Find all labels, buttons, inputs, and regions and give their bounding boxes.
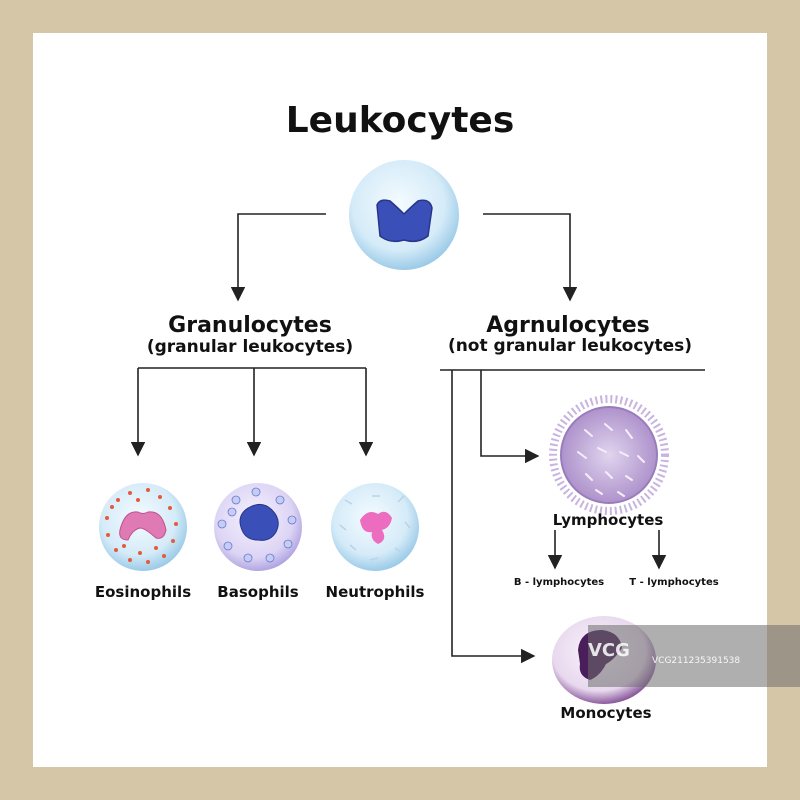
granulocytes-subtitle: (granular leukocytes)	[146, 337, 354, 357]
watermark-overlay	[588, 625, 800, 687]
leukocyte-nucleus	[376, 199, 433, 243]
b-lymphocytes-label: B - lymphocytes	[513, 577, 605, 588]
watermark-logo: VCG	[588, 640, 630, 661]
eosinophils-label: Eosinophils	[94, 583, 192, 601]
arrow-to-granulocytes	[230, 213, 326, 302]
granulocytes-title: Granulocytes	[168, 313, 332, 338]
eosinophil-granules	[105, 488, 178, 564]
t-lymphocytes-label: T - lymphocytes	[629, 577, 719, 588]
neutrophil-cell	[331, 483, 419, 571]
eosinophil-nucleus	[119, 511, 167, 541]
page-title: Leukocytes	[285, 100, 515, 141]
watermark-id: VCG211235391538	[652, 656, 741, 666]
neutrophils-label: Neutrophils	[325, 583, 425, 601]
neutrophil-granules	[339, 495, 411, 561]
lymphocytes-label: Lymphocytes	[552, 511, 664, 529]
agranulocytes-title: Agrnulocytes	[486, 313, 650, 338]
leukocyte-cell	[349, 160, 459, 270]
arrow-to-lymphocytes	[480, 370, 540, 464]
agranulocytes-subtitle: (not granular leukocytes)	[447, 336, 693, 356]
eosinophil-cell	[99, 483, 187, 571]
neutrophil-nucleus	[360, 511, 392, 544]
monocytes-label: Monocytes	[560, 704, 652, 722]
arrow-to-agranulocytes	[483, 213, 578, 302]
basophil-granules	[217, 487, 297, 563]
arrow-to-monocytes	[451, 370, 536, 664]
basophils-label: Basophils	[217, 583, 299, 601]
basophil-cell	[214, 483, 302, 571]
lymphocyte-cell	[549, 395, 669, 515]
connectors	[130, 213, 705, 664]
basophil-nucleus	[239, 504, 279, 541]
lymphocyte-texture	[577, 423, 645, 497]
